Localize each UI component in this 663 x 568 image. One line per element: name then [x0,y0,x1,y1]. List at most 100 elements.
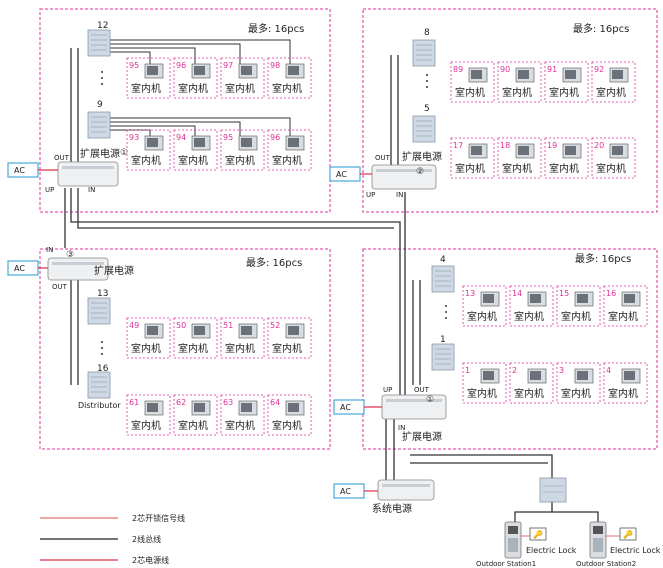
legend-label: 2线总线 [132,534,161,544]
monitor-label: 室内机 [455,86,485,99]
monitor-cell [509,362,554,404]
expander-number: ① [426,395,434,405]
monitor-label: 室内机 [225,82,255,95]
monitor-cell [462,285,507,327]
indoor-monitor: 64 室内机 [267,394,312,436]
monitor-number: 97 [223,61,233,70]
indoor-monitor: 63 室内机 [220,394,265,436]
expander-number: ① [120,148,128,158]
distributor [87,111,111,139]
monitor-screen [194,326,205,335]
ac-input: AC [7,162,58,178]
monitor-cell [220,317,265,359]
monitor-label: 室内机 [131,342,161,355]
monitor-screen [241,326,252,335]
monitor-number: 95 [223,133,233,142]
expander-label: 扩展电源 [94,264,134,277]
monitor-screen [288,66,299,75]
monitor-cell [544,137,589,179]
monitor-number: 51 [223,321,233,330]
monitor-cell [126,394,171,436]
monitor-number: 14 [512,289,522,298]
system-power-unit: 系统电源 [372,479,435,515]
monitor-cell [556,362,601,404]
bus-wiring [64,48,599,530]
monitor-cell [173,57,218,99]
distributor [87,371,111,399]
monitor-number: 2 [512,366,517,375]
monitor-number: 1 [465,366,470,375]
distributor-number: 12 [97,21,108,31]
monitor-cell [220,57,265,99]
distributor [87,297,111,325]
port-in-label: IN [88,186,95,194]
monitor-screen [624,371,635,380]
ac-input: AC [333,483,378,499]
monitor-number: 61 [129,398,139,407]
monitor-label: 室内机 [272,419,302,432]
monitor-cell [173,394,218,436]
monitor-label: 室内机 [608,387,638,400]
monitor-cell [173,317,218,359]
port-in-label: IN [398,424,405,432]
monitor-cell [556,285,601,327]
monitor-label: 室内机 [596,86,626,99]
monitor-screen [147,326,158,335]
monitor-screen [530,371,541,380]
monitor-cell [173,129,218,171]
monitor-label: 室内机 [178,82,208,95]
distributor [431,265,455,293]
monitor-number: 50 [176,321,186,330]
monitor-cell [497,61,542,103]
monitor-label: 室内机 [131,82,161,95]
ac-label: AC [336,170,347,179]
ac-input: AC [329,166,372,182]
monitor-label: 室内机 [272,154,302,167]
monitor-number: 91 [547,65,557,74]
expander-label: 扩展电源 [402,430,442,443]
monitor-label: 室内机 [549,162,579,175]
monitor-number: 15 [559,289,569,298]
port-up-label: UP [45,186,54,194]
port-up-label: UP [366,191,375,199]
monitor-screen [194,66,205,75]
electric-lock-label: Electric Lock [526,546,577,555]
monitor-screen [194,138,205,147]
port-out-label: OUT [52,283,68,291]
monitor-cell [220,394,265,436]
system-power-label: 系统电源 [372,502,412,515]
monitor-screen [612,70,623,79]
monitor-label: 室内机 [178,419,208,432]
monitor-number: 93 [129,133,139,142]
monitor-label: 室内机 [502,86,532,99]
distributor-number: 8 [424,28,430,38]
monitor-number: 20 [594,141,604,150]
monitor-screen [288,138,299,147]
monitor-label: 室内机 [561,387,591,400]
distributor-number: 16 [97,364,109,374]
monitor-screen [530,294,541,303]
monitor-label: 室内机 [225,419,255,432]
monitor-cell [450,137,495,179]
monitor-number: 64 [270,398,280,407]
monitor-cell [450,61,495,103]
monitor-number: 4 [606,366,611,375]
port-out-label: OUT [54,154,70,162]
monitor-screen [194,403,205,412]
monitor-number: 16 [606,289,616,298]
monitor-label: 室内机 [178,154,208,167]
monitor-number: 63 [223,398,233,407]
distributor-number: 1 [440,335,446,345]
ac-input: AC [7,260,48,276]
monitor-cell [220,129,265,171]
